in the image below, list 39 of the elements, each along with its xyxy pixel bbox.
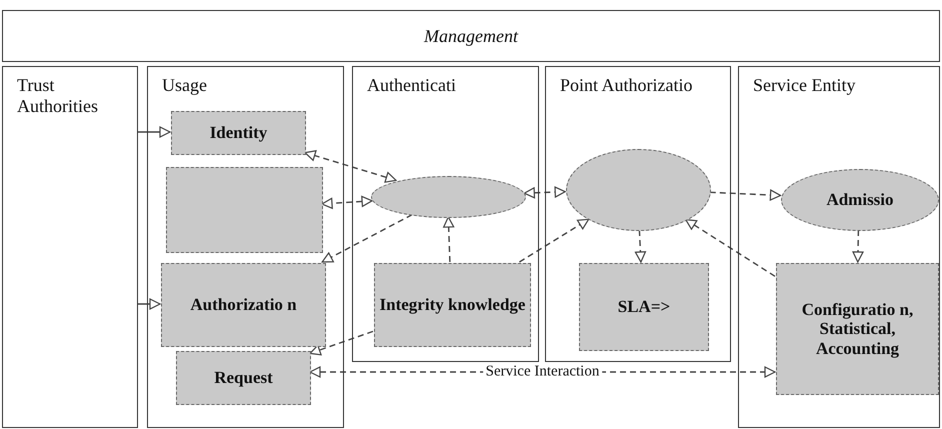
node-label: Authorizatio n bbox=[190, 295, 297, 315]
process-box bbox=[161, 263, 326, 347]
arrow bbox=[852, 230, 864, 263]
panel-heading: Point Authorizatio bbox=[560, 75, 694, 96]
node-label: Admissio bbox=[826, 190, 894, 210]
section-panel bbox=[147, 66, 344, 428]
arrow bbox=[138, 298, 161, 310]
node-label: SLA=> bbox=[618, 297, 670, 317]
process-box bbox=[374, 263, 531, 347]
node-label: Integrity knowledge bbox=[380, 295, 526, 315]
arrow bbox=[443, 216, 454, 262]
section-panel bbox=[545, 66, 731, 362]
arrow bbox=[321, 196, 373, 209]
process-box bbox=[166, 167, 323, 253]
panel-heading: Usage bbox=[162, 75, 208, 96]
node-label: Request bbox=[214, 368, 273, 388]
process-box bbox=[171, 111, 306, 155]
arrow bbox=[634, 230, 646, 263]
arrow bbox=[524, 186, 566, 198]
node-label: Identity bbox=[210, 123, 268, 143]
side-panel bbox=[2, 66, 138, 428]
process-box bbox=[776, 263, 939, 395]
arrow bbox=[519, 218, 590, 263]
panel-heading: Service Entity bbox=[753, 75, 856, 96]
section-panel bbox=[352, 66, 539, 362]
band-title: Management bbox=[424, 26, 518, 46]
arrow bbox=[309, 330, 374, 356]
arrow bbox=[685, 219, 776, 277]
heading-band bbox=[2, 10, 940, 62]
arrow bbox=[322, 214, 412, 263]
node-label: Configuratio n, Statistical, Accounting bbox=[800, 300, 914, 358]
section-panel bbox=[738, 66, 940, 428]
arrow bbox=[710, 189, 782, 201]
process-box bbox=[176, 351, 311, 405]
panel-heading: Authenticati bbox=[367, 75, 457, 96]
panel-heading: Trust Authorities bbox=[17, 75, 99, 116]
arrow bbox=[138, 126, 171, 138]
arrow bbox=[304, 150, 397, 183]
process-box bbox=[579, 263, 709, 351]
